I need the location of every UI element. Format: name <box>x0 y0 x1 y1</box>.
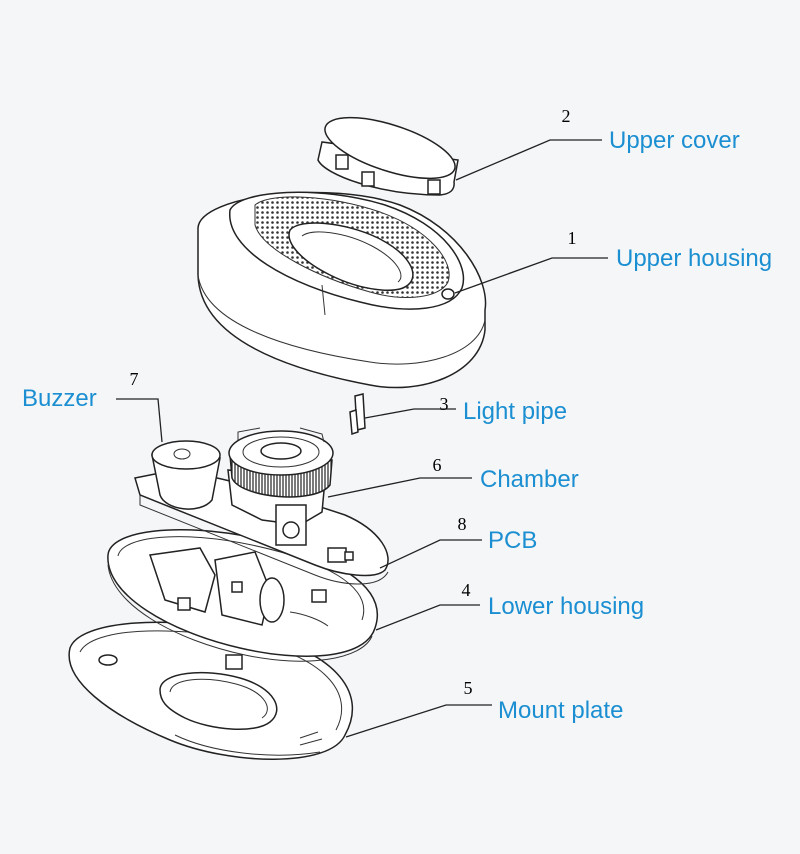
leader-upper-housing <box>454 257 608 294</box>
label-light-pipe: Light pipe <box>463 398 567 425</box>
leader-pcb <box>379 539 482 569</box>
leader-chamber <box>327 477 472 498</box>
upper-cover-part <box>317 116 459 196</box>
leader-mount-plate <box>345 704 492 738</box>
mount-plate-part <box>68 621 354 760</box>
upper-housing-part <box>197 191 487 389</box>
number-mount-plate: 5 <box>464 678 473 698</box>
number-pcb: 8 <box>458 514 467 534</box>
light-pipe-part <box>349 393 366 436</box>
buzzer-part <box>151 440 221 510</box>
leader-lower-housing <box>375 604 480 631</box>
number-light-pipe: 3 <box>440 394 449 414</box>
leader-buzzer <box>116 398 163 443</box>
chamber-part <box>227 427 334 546</box>
part-numbers: 2 1 7 3 6 8 4 5 <box>130 106 577 698</box>
number-lower-housing: 4 <box>462 580 471 600</box>
number-upper-cover: 2 <box>562 106 571 126</box>
number-chamber: 6 <box>433 455 442 475</box>
label-chamber: Chamber <box>480 466 579 493</box>
part-labels: Upper cover Upper housing Buzzer Light p… <box>22 127 772 724</box>
number-buzzer: 7 <box>130 369 139 389</box>
lower-housing-part <box>107 528 378 662</box>
label-pcb: PCB <box>488 527 537 554</box>
label-lower-housing: Lower housing <box>488 593 644 620</box>
label-upper-cover: Upper cover <box>609 127 740 154</box>
label-upper-housing: Upper housing <box>616 245 772 272</box>
leader-upper-cover <box>455 139 602 181</box>
leader-lines <box>116 139 608 738</box>
number-upper-housing: 1 <box>568 228 577 248</box>
leader-light-pipe <box>364 408 456 419</box>
label-buzzer: Buzzer <box>22 385 97 412</box>
label-mount-plate: Mount plate <box>498 697 623 724</box>
